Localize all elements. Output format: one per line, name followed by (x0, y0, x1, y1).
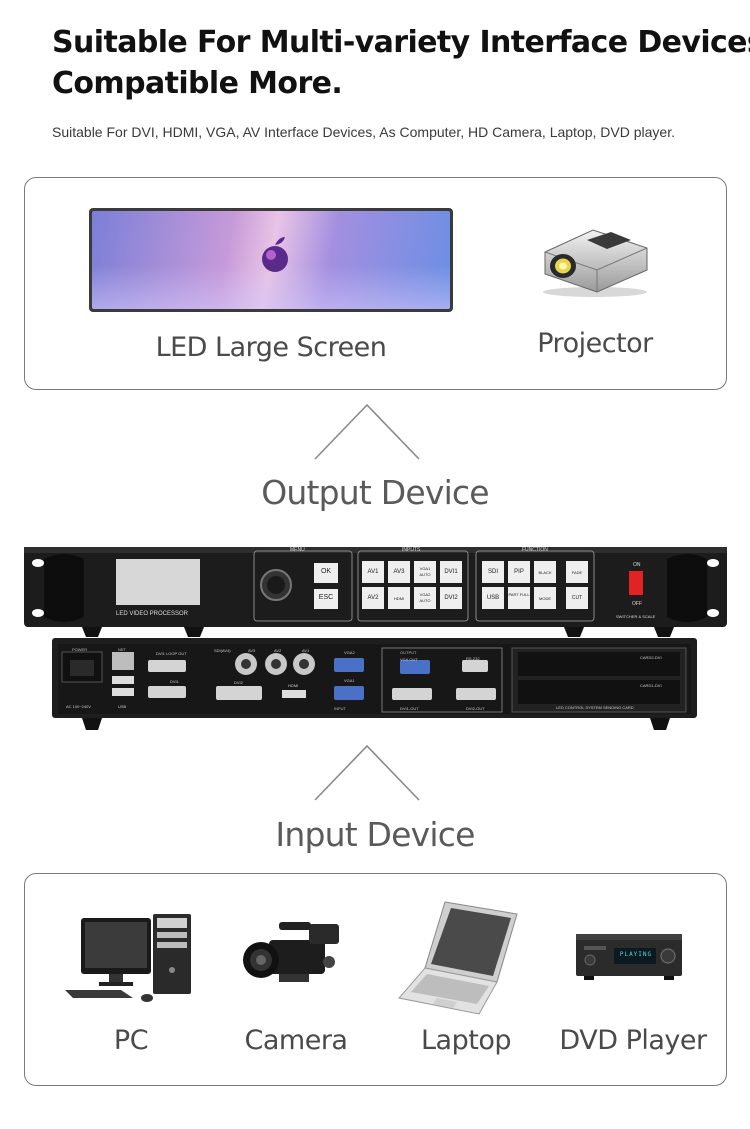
output-label-led-screen: LED Large Screen (155, 332, 387, 363)
back-vga1: VGA1 (344, 678, 355, 683)
output-label-projector: Projector (537, 328, 653, 359)
back-hdmi: HDMI (288, 683, 299, 688)
front-fn-fade: FADE (571, 570, 583, 575)
back-dvi2-out: DVI2-OUT (466, 706, 485, 711)
back-dvi1: DVI1 (170, 679, 179, 684)
input-devices-panel: PC Camera Laptop PLAYING DVD Player (24, 873, 727, 1086)
led-screen-icon (89, 208, 453, 312)
back-card2: CARD2-DVI (640, 655, 662, 660)
back-dvi1-out: DVI1-OUT (400, 706, 419, 711)
front-inputs-title: INPUTS (402, 547, 421, 553)
page-title-line-2: Compatible More. (52, 66, 343, 101)
back-dvi2: DVI2 (234, 680, 243, 685)
front-fn-sdi: SDI (487, 569, 498, 575)
front-function-title: FUNCTION (522, 547, 548, 553)
back-rs232: RS-232 (466, 656, 480, 661)
video-processor-back (52, 638, 697, 730)
input-label-laptop: Laptop (421, 1025, 511, 1056)
pc-icon (65, 914, 191, 1002)
back-card1: CARD1-DVI (640, 683, 662, 688)
arrow-up-icon (314, 403, 420, 460)
front-input-vga1: VGA1 AUTO (419, 566, 431, 577)
arrow-up-icon (314, 744, 420, 801)
front-input-dvi1: DVI1 (444, 569, 458, 575)
camera-icon (243, 922, 339, 982)
page-subtitle: Suitable For DVI, HDMI, VGA, AV Interfac… (52, 124, 675, 140)
front-input-vga2: VGA2 AUTO (419, 592, 431, 603)
front-esc-button: ESC (318, 594, 334, 601)
back-sdi-label: SDI(AV4) (214, 648, 231, 653)
front-input-av1: AV1 (367, 569, 379, 575)
front-input-av3: AV3 (393, 569, 405, 575)
video-processor-front (24, 547, 727, 637)
back-card-caption: LED CONTROL SYSTEM SENDING CARD (556, 705, 634, 710)
front-fn-part-full: PART FULL (508, 592, 530, 597)
front-fn-pip: PIP (514, 569, 524, 575)
laptop-icon (398, 901, 518, 1015)
front-fn-usb: USB (486, 595, 500, 601)
front-input-hdmi: HDMI (393, 596, 405, 601)
front-input-av2: AV2 (367, 595, 379, 601)
front-switch-off: OFF (632, 601, 642, 607)
input-label-camera: Camera (244, 1025, 348, 1056)
back-dvi1-loop: DVI1 LOOP OUT (156, 651, 187, 656)
back-av2: AV2 (274, 648, 282, 653)
page-title: Suitable For Multi-variety Interface Dev… (52, 22, 750, 104)
front-fn-cut: CUT (571, 595, 583, 601)
back-vga2: VGA2 (344, 650, 355, 655)
input-label-pc: PC (113, 1025, 149, 1056)
front-switch-caption: SWITCHER & SCALE (616, 614, 656, 619)
front-menu-title: MENU (290, 547, 305, 553)
page-title-line-1: Suitable For Multi-variety Interface Dev… (52, 25, 750, 60)
output-devices-panel: LED Large Screen Projector (24, 177, 727, 390)
front-input-dvi2: DVI2 (444, 595, 458, 601)
back-av1: AV1 (302, 648, 310, 653)
back-net-label: NET (118, 647, 126, 652)
back-usb-label: USB (118, 704, 127, 709)
dvd-display-text: PLAYING (619, 951, 653, 958)
back-av3: AV3 (248, 648, 256, 653)
back-power-spec: AC 100~240V (66, 704, 92, 709)
input-label-dvd-player: DVD Player (559, 1025, 707, 1056)
front-screen-label: LED VIDEO PROCESSOR (116, 611, 189, 617)
back-output-tag: OUTPUT (400, 650, 417, 655)
back-vga-out: VGA OUT (400, 657, 418, 662)
back-power-label: POWER (72, 647, 88, 652)
dvd-player-icon (576, 934, 682, 980)
input-device-heading: Input Device (275, 815, 475, 854)
front-fn-black: BLACK (538, 570, 552, 575)
output-device-heading: Output Device (261, 473, 489, 512)
front-ok-button: OK (320, 568, 332, 575)
front-switch-on: ON (633, 562, 641, 568)
back-input-tag: INPUT (334, 706, 346, 711)
front-fn-mode: MODE (539, 596, 551, 601)
projector-icon (543, 229, 648, 297)
